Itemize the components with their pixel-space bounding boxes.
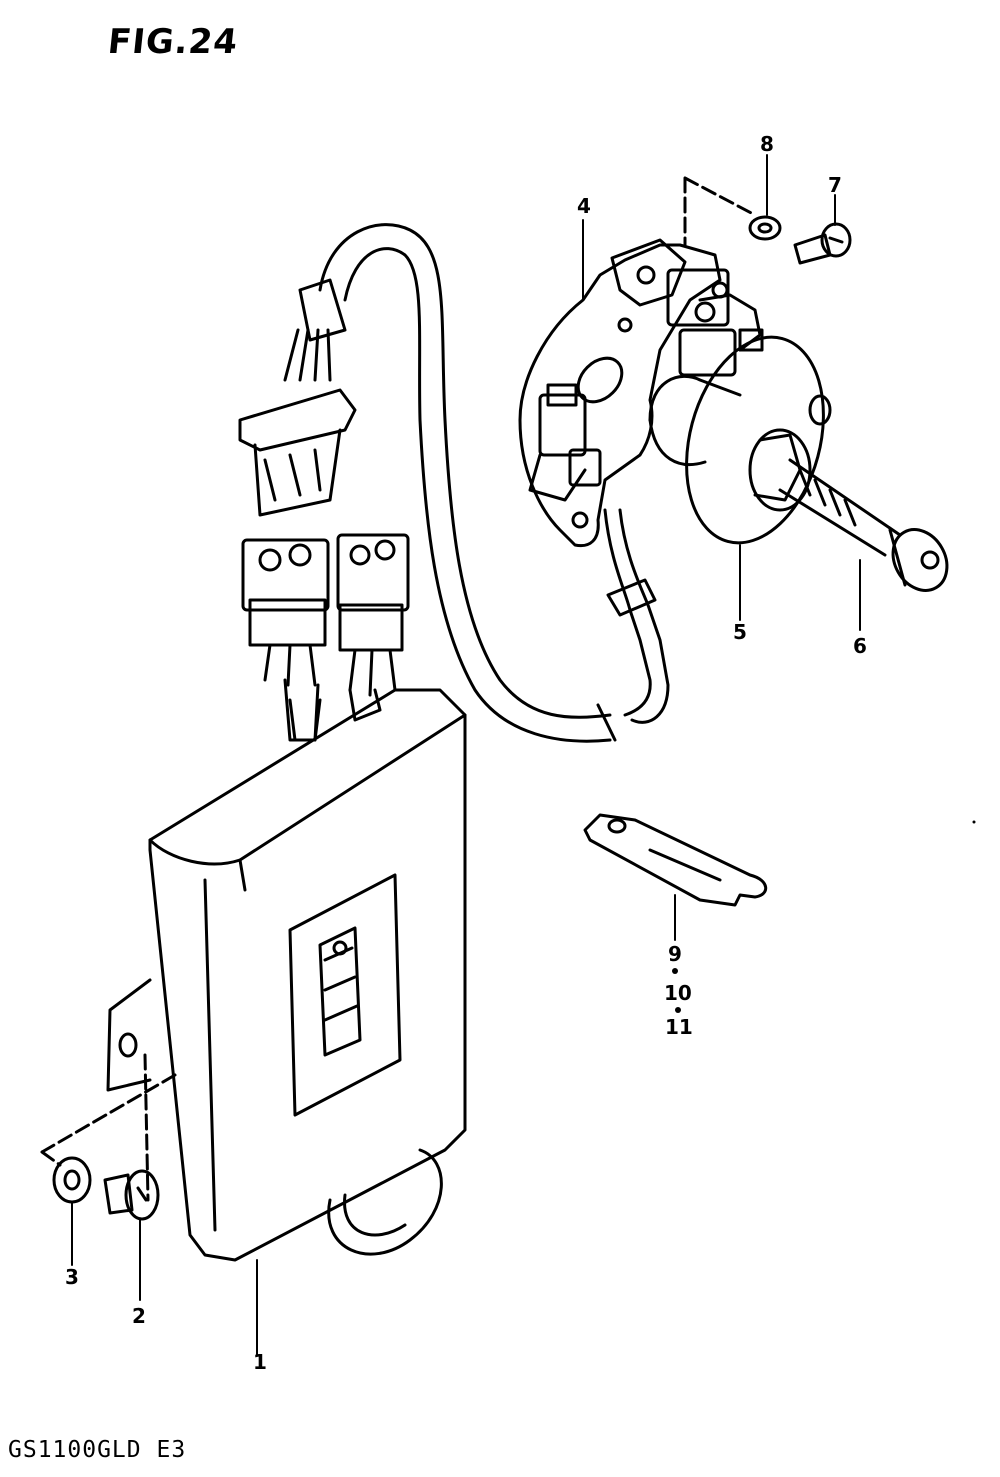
wire-clamp	[583, 813, 768, 907]
callout-5: 5	[733, 620, 747, 644]
callout-11: 11	[665, 1015, 693, 1039]
advancer-bolt	[778, 458, 949, 592]
lower-connector-right	[336, 533, 410, 697]
callout-8: 8	[760, 132, 774, 156]
callout-1: 1	[253, 1350, 267, 1374]
screw-part-2	[103, 1169, 160, 1221]
upper-connector	[238, 278, 357, 517]
screw-part-7	[793, 222, 852, 265]
callout-7: 7	[828, 173, 842, 197]
signal-generator-plate	[518, 238, 764, 548]
igniter-unit	[106, 688, 467, 1262]
washer-part-8	[748, 215, 782, 241]
leader-lines	[71, 154, 861, 1356]
timing-advancer	[648, 335, 832, 545]
assembly-guide-line	[683, 176, 757, 247]
callout-2: 2	[132, 1304, 146, 1328]
scan-dot	[972, 820, 976, 824]
separator-dot-9-10	[672, 968, 678, 974]
signal-wiring-harness	[318, 223, 670, 743]
separator-dot-10-11	[675, 1007, 681, 1013]
lower-connector-left	[241, 538, 330, 742]
assembly-guide-line-lower	[40, 1053, 177, 1202]
callout-4: 4	[577, 194, 591, 218]
washer-part-3	[52, 1156, 92, 1204]
callout-10: 10	[664, 981, 692, 1005]
callout-9: 9	[668, 942, 682, 966]
callout-3: 3	[65, 1265, 79, 1289]
model-code: GS1100GLD E3	[8, 1437, 187, 1463]
callout-6: 6	[853, 634, 867, 658]
